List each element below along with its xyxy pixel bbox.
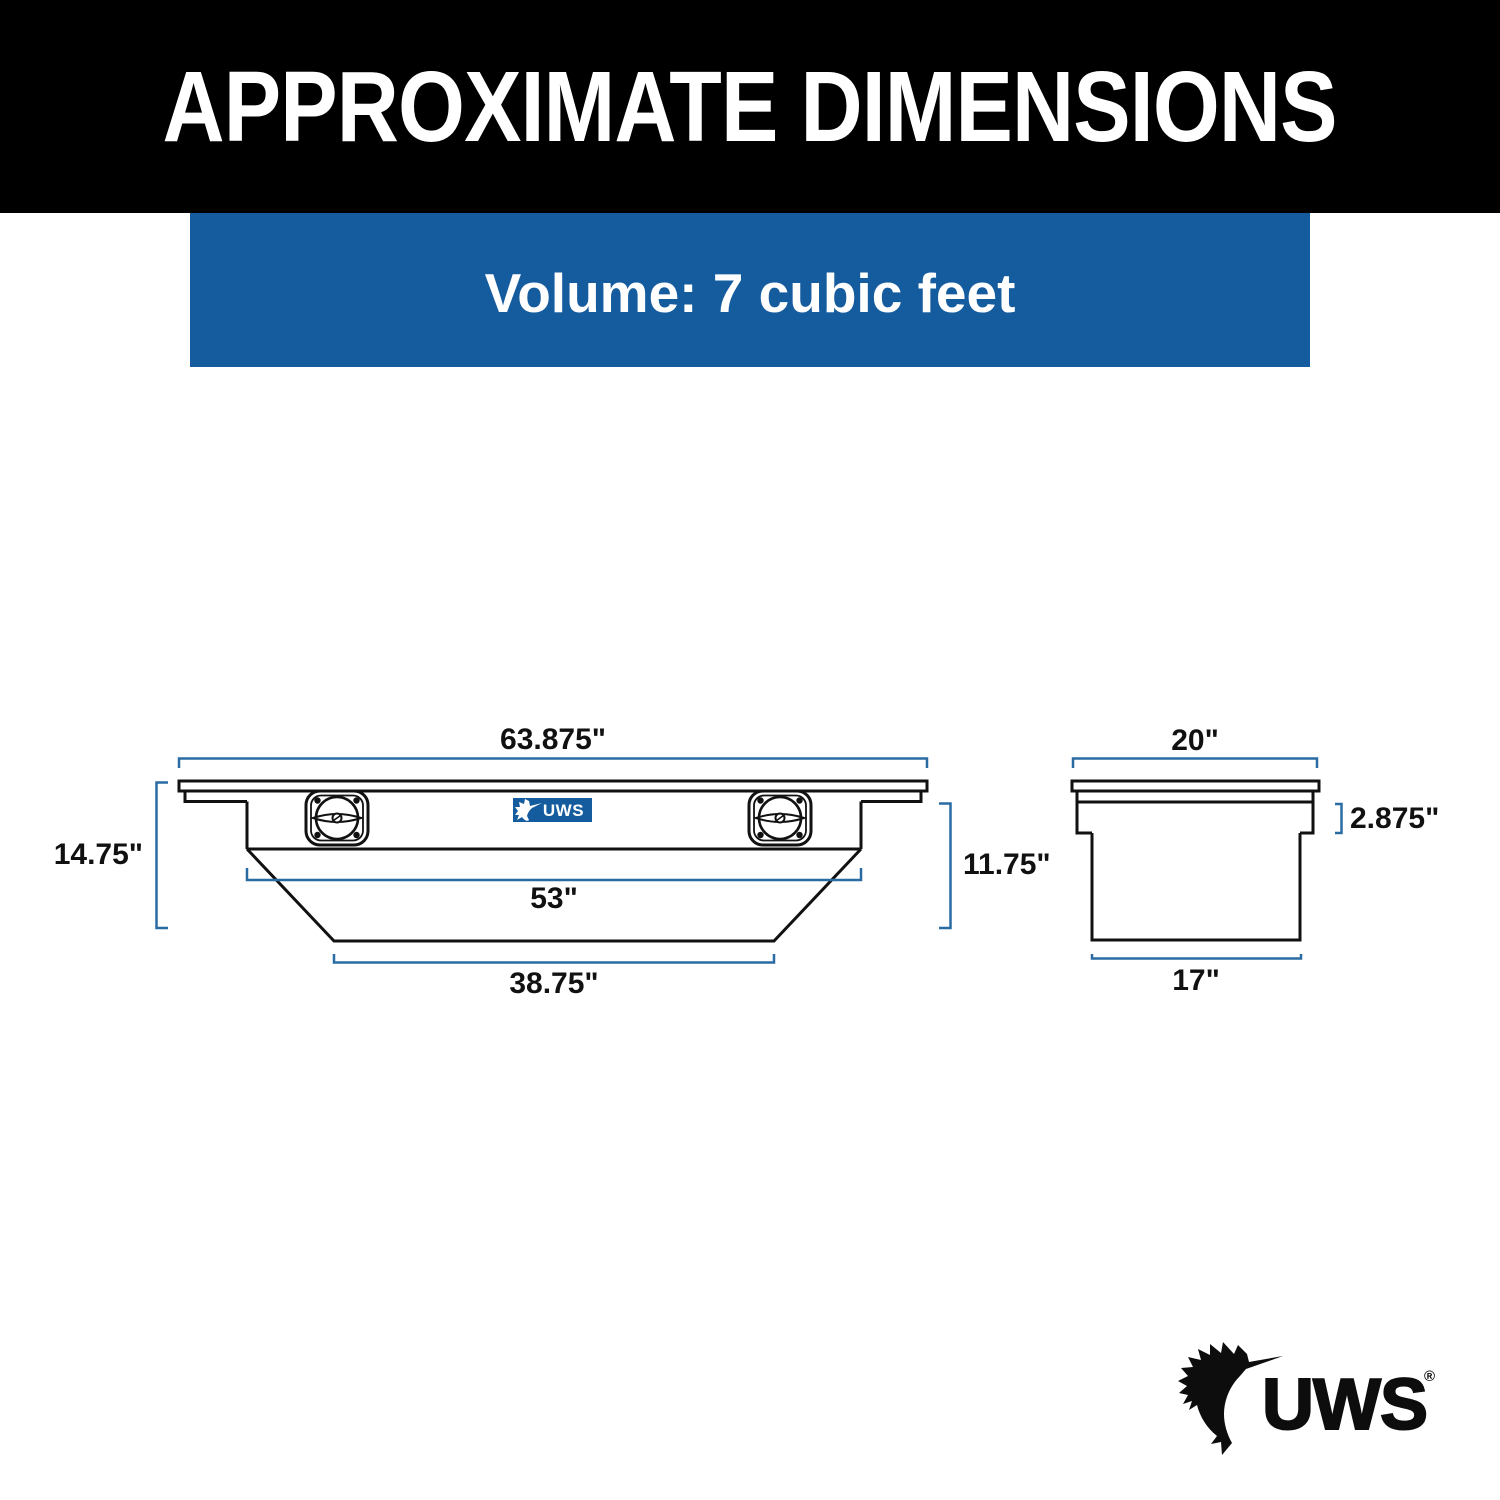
- bracket-front-bottom-width: [332, 954, 776, 964]
- dimension-label-front-body-width: 53": [530, 882, 578, 915]
- side-skirt: [1075, 802, 1315, 835]
- side-lid: [1070, 779, 1321, 793]
- front-rim-right-flange: [861, 791, 923, 803]
- volume-text: Volume: 7 cubic feet: [484, 262, 1016, 324]
- bracket-side-lid-height: [1335, 802, 1343, 835]
- uws-logo-plate-text-layer: UWS: [513, 798, 592, 822]
- front-lid: [177, 779, 929, 793]
- front-taper: [245, 847, 863, 943]
- header-bar: APPROXIMATE DIMENSIONS: [0, 0, 1500, 213]
- registered-trademark-symbol: ®: [1424, 1368, 1436, 1385]
- dimension-label-front-body-height: 11.75": [963, 848, 1051, 881]
- side-view-drawing: [1070, 779, 1321, 942]
- dimension-brackets: [155, 757, 1343, 964]
- dimension-label-side-lid-height: 2.875": [1350, 802, 1440, 835]
- latch-right-icon: [747, 789, 813, 847]
- dimension-label-side-bottom-width: 17": [1172, 964, 1220, 997]
- front-rim-left-flange: [183, 791, 247, 803]
- side-body: [1090, 833, 1302, 942]
- dimension-label-front-overall-height: 14.75": [53, 838, 143, 871]
- volume-banner: Volume: 7 cubic feet: [190, 213, 1310, 367]
- bracket-front-body-height: [939, 802, 952, 930]
- dimension-label-front-top-width: 63.875": [500, 723, 606, 756]
- front-face: [245, 801, 863, 851]
- latch-left-icon: [304, 789, 370, 847]
- dimension-label-side-top-width: 20": [1171, 724, 1219, 757]
- bracket-side-top-width: [1071, 757, 1319, 768]
- side-rim: [1075, 791, 1315, 804]
- uws-plate-wordmark: UWS: [542, 800, 585, 820]
- bracket-front-top-width: [177, 757, 929, 768]
- sailfish-icon: [1178, 1342, 1283, 1455]
- sailfish-small-icon: [515, 799, 542, 821]
- page-title: APPROXIMATE DIMENSIONS: [162, 50, 1338, 163]
- bracket-front-body-width: [245, 868, 863, 882]
- bracket-front-overall-height: [155, 781, 168, 930]
- bracket-side-bottom-width: [1090, 954, 1303, 960]
- dimension-label-front-bottom-width: 38.75": [509, 967, 599, 1000]
- front-view-drawing: [177, 779, 929, 943]
- footer-brand-wordmark: UWS: [1261, 1365, 1429, 1445]
